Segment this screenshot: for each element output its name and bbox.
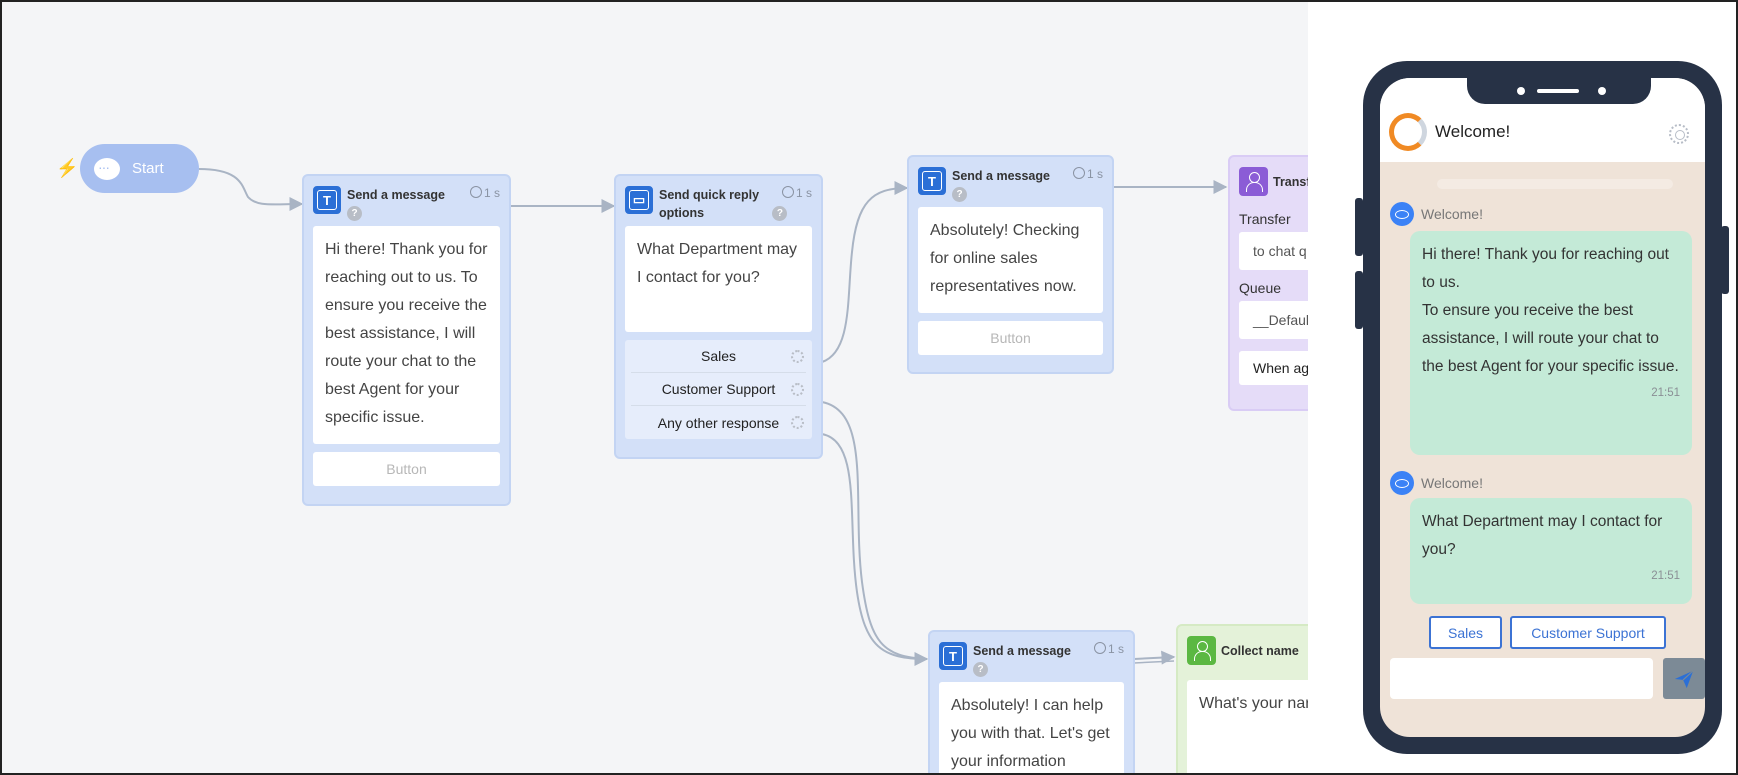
quick-reply-options: Sales Customer Support Any other respons… (625, 340, 812, 439)
chat-bubble-icon (94, 157, 120, 180)
quick-reply-customer-support[interactable]: Customer Support (1510, 616, 1666, 649)
message-text[interactable]: What Department may I contact for you? (625, 226, 812, 332)
send-button[interactable] (1663, 658, 1705, 699)
gear-icon[interactable] (791, 383, 804, 396)
wire-other (821, 433, 929, 666)
clock-icon (469, 186, 482, 198)
message-text[interactable]: Hi there! Thank you for reaching out to … (313, 226, 500, 444)
transfer-agent-icon (1239, 167, 1268, 196)
message-text[interactable]: Absolutely! Checking for online sales re… (918, 207, 1103, 313)
settings-icon[interactable] (1669, 124, 1689, 144)
send-message-node[interactable]: T Send a message? 1 s Absolutely! I can … (928, 630, 1135, 773)
option-label: Any other response (657, 414, 780, 431)
node-timer: 1 s (469, 186, 500, 200)
node-header: ▭ Send quick reply options ? 1 s (625, 186, 812, 226)
node-title: Send quick reply options (659, 188, 760, 220)
text-icon: T (918, 167, 946, 195)
add-button[interactable]: Button (918, 321, 1103, 355)
gear-icon[interactable] (791, 350, 804, 363)
message-text[interactable]: Absolutely! I can help you with that. Le… (939, 682, 1124, 773)
help-icon[interactable]: ? (772, 206, 788, 222)
sender-name: Welcome! (1421, 206, 1483, 222)
wire-sales (821, 181, 909, 363)
timer-value: 1 s (483, 186, 500, 200)
send-message-node[interactable]: T Send a message? 1 s Hi there! Thank yo… (302, 174, 511, 506)
node-timer: 1 s (1072, 167, 1103, 181)
wire-support (821, 401, 928, 660)
transfer-label: Transfer (1239, 211, 1291, 227)
help-icon[interactable]: ? (952, 187, 967, 203)
option-sales[interactable]: Sales (631, 340, 806, 373)
message-line: To ensure you receive the best assistanc… (1422, 302, 1679, 375)
text-icon: T (939, 642, 967, 670)
message-time: 21:51 (1651, 570, 1680, 582)
chat-title: Welcome! (1435, 122, 1511, 141)
send-message-node[interactable]: T Send a message? 1 s Absolutely! Checki… (907, 155, 1114, 374)
gear-icon[interactable] (791, 416, 804, 429)
node-timer: 1 s (1093, 642, 1124, 656)
node-title: Send a message (347, 188, 445, 202)
start-node[interactable]: Start (80, 144, 199, 193)
phone-frame: Welcome! Welcome! Hi there! Thank you fo… (1355, 61, 1729, 754)
clock-icon (1093, 642, 1106, 654)
logo-icon (1389, 113, 1427, 151)
node-title: Send a message (973, 644, 1071, 658)
node-timer: 1 s (781, 186, 812, 200)
node-header: Collect name (1187, 636, 1365, 680)
node-header: T Send a message? 1 s (313, 186, 500, 226)
phone-side-button (1355, 198, 1363, 256)
phone-notch (1467, 78, 1651, 104)
wire-message-to-collect (1133, 650, 1176, 665)
phone-side-button (1355, 271, 1363, 329)
option-label: Customer Support (661, 381, 776, 397)
queue-label: Queue (1239, 280, 1282, 296)
wire-start-to-message (198, 168, 304, 212)
message-line: What Department may I contact for you? (1422, 513, 1663, 558)
message-sender: Welcome! (1390, 202, 1483, 226)
lightning-icon: ⚡ (56, 158, 79, 178)
node-header: T Send a message? 1 s (939, 642, 1124, 682)
phone-side-button (1721, 226, 1729, 294)
phone-screen: Welcome! Welcome! Hi there! Thank you fo… (1380, 78, 1705, 737)
node-title: Send a message (952, 169, 1050, 183)
add-button[interactable]: Button (313, 452, 500, 486)
chat-message: What Department may I contact for you? 2… (1410, 498, 1692, 604)
clock-icon (1072, 167, 1085, 179)
quick-reply-icon: ▭ (625, 186, 653, 214)
option-label: Sales (700, 348, 737, 364)
text-icon: T (313, 186, 341, 214)
loading-placeholder (1437, 179, 1673, 189)
quick-reply-sales[interactable]: Sales (1429, 616, 1502, 649)
timer-value: 1 s (795, 186, 812, 200)
chat-preview-panel: Welcome! Welcome! Hi there! Thank you fo… (1308, 2, 1736, 773)
quick-reply-node[interactable]: ▭ Send quick reply options ? 1 s What De… (614, 174, 823, 459)
clock-icon (781, 186, 794, 198)
send-icon (1674, 669, 1694, 688)
person-icon (1187, 636, 1216, 665)
node-header: T Send a message? 1 s (918, 167, 1103, 207)
eye-icon (1390, 471, 1414, 495)
eye-icon (1390, 202, 1414, 226)
message-line: Hi there! Thank you for reaching out to … (1422, 246, 1669, 291)
chat-input[interactable] (1390, 658, 1653, 699)
option-any-other[interactable]: Any other response (631, 406, 806, 439)
sender-name: Welcome! (1421, 475, 1483, 491)
help-icon[interactable]: ? (347, 206, 362, 222)
chat-message: Hi there! Thank you for reaching out to … (1410, 231, 1692, 455)
option-customer-support[interactable]: Customer Support (631, 373, 806, 406)
start-label: Start (132, 160, 164, 177)
message-time: 21:51 (1651, 387, 1680, 399)
node-title: Collect name (1221, 644, 1299, 658)
message-sender: Welcome! (1390, 471, 1483, 495)
timer-value: 1 s (1107, 642, 1124, 656)
help-icon[interactable]: ? (973, 662, 988, 678)
timer-value: 1 s (1086, 167, 1103, 181)
